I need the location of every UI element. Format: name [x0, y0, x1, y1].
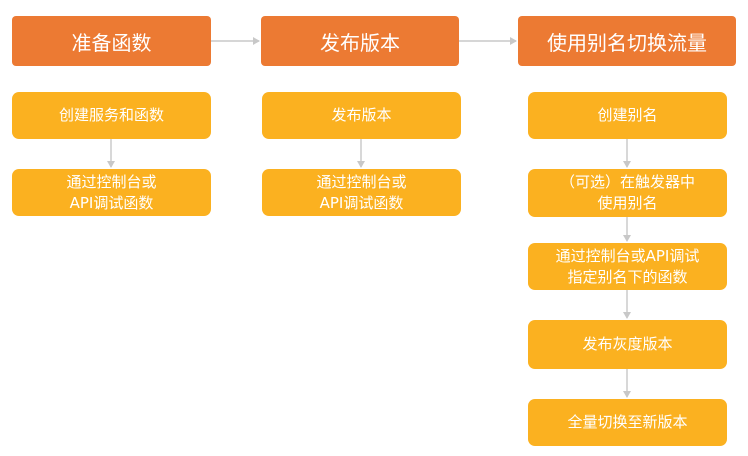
- stage-header-prepare-function: 准备函数: [12, 16, 211, 66]
- step-create-alias: 创建别名: [528, 92, 727, 139]
- step-debug-function: 通过控制台或 API调试函数: [12, 169, 211, 216]
- step-debug-version: 通过控制台或 API调试函数: [262, 169, 461, 216]
- step-trigger-alias: （可选）在触发器中 使用别名: [528, 169, 727, 217]
- step-publish-version: 发布版本: [262, 92, 461, 139]
- step-full-switch: 全量切换至新版本: [528, 399, 727, 446]
- step-create-service-function: 创建服务和函数: [12, 92, 211, 139]
- step-publish-gray-version: 发布灰度版本: [528, 320, 727, 369]
- stage-header-alias-traffic: 使用别名切换流量: [518, 16, 736, 66]
- step-debug-alias-function: 通过控制台或API调试 指定别名下的函数: [528, 243, 727, 290]
- stage-header-publish-version: 发布版本: [261, 16, 459, 66]
